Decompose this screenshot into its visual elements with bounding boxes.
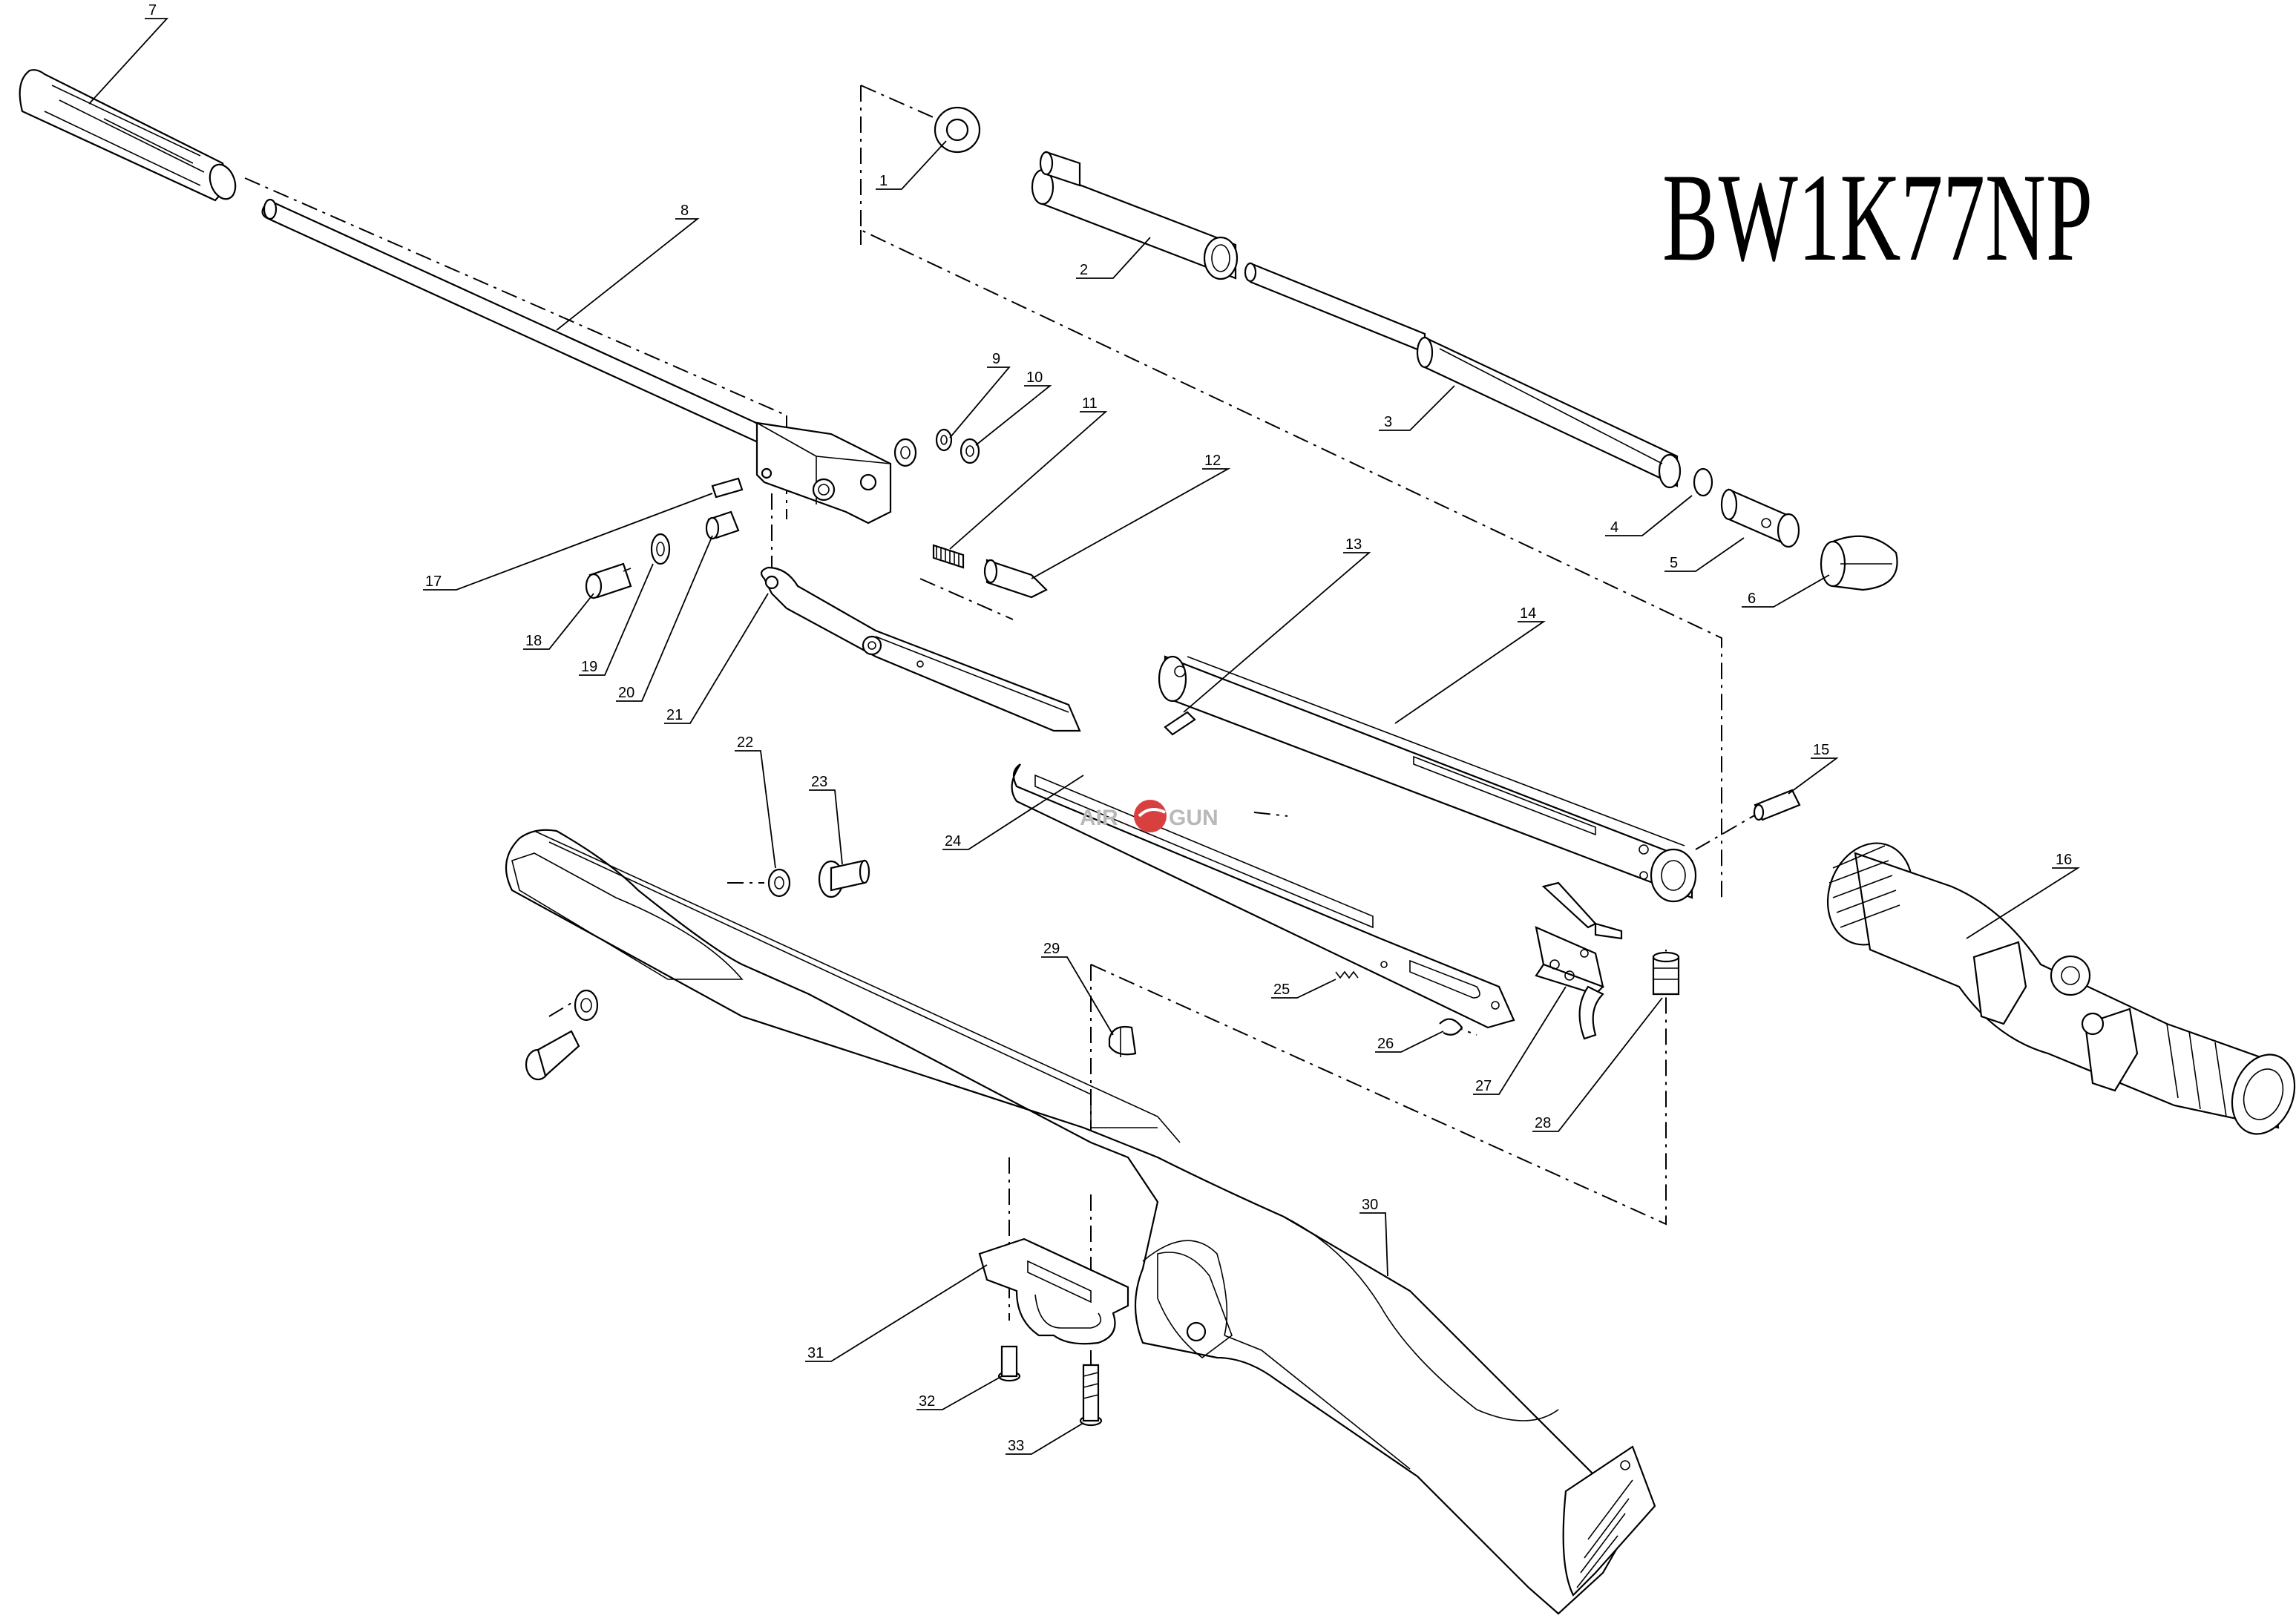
cocking-lever-part-21	[760, 566, 1081, 732]
label-21: 21	[666, 707, 683, 723]
label-2: 2	[1080, 262, 1088, 278]
cylinder-part-2	[1031, 151, 1239, 280]
washer-part-9	[893, 438, 917, 467]
label-3: 3	[1384, 414, 1392, 430]
bushing-part-20	[705, 510, 740, 540]
airgun-watermark: AIR GUN	[1080, 800, 1218, 832]
label-14: 14	[1520, 605, 1536, 622]
guide-part-5	[1720, 488, 1800, 548]
label-20: 20	[618, 685, 634, 701]
watermark-left-text: AIR	[1080, 806, 1118, 830]
label-19: 19	[581, 659, 597, 675]
clip-part-26	[1439, 1018, 1463, 1036]
label-17: 17	[425, 573, 442, 590]
safety-clip-part-29	[1108, 1025, 1137, 1057]
washer-part-22	[767, 868, 791, 898]
label-1: 1	[879, 173, 888, 189]
end-cap-part-6	[1820, 535, 1898, 591]
label-11: 11	[1082, 395, 1098, 412]
washer-part-10	[960, 438, 980, 464]
label-24: 24	[945, 833, 961, 849]
label-23: 23	[811, 774, 827, 790]
label-18: 18	[525, 633, 542, 649]
assembly-dash-lines	[244, 85, 1767, 1395]
label-27: 27	[1475, 1078, 1492, 1094]
watermark-logo-mark	[1134, 800, 1167, 832]
screw-part-33	[1079, 1364, 1103, 1427]
label-8: 8	[680, 203, 689, 219]
label-33: 33	[1008, 1438, 1024, 1454]
callouts: 1 2 3 4 5 6 7 8 9 10 11 12 13	[88, 2, 2081, 1455]
label-29: 29	[1043, 941, 1060, 957]
trigger-guard-part-31	[978, 1237, 1129, 1345]
receiver-part-14	[1158, 655, 1697, 903]
label-32: 32	[919, 1393, 935, 1410]
screw-part-32	[997, 1345, 1021, 1382]
pivot-bolt-part-18	[585, 562, 632, 599]
label-16: 16	[2056, 852, 2072, 868]
label-10: 10	[1026, 369, 1043, 386]
screw-part-23	[818, 859, 870, 898]
label-12: 12	[1204, 453, 1221, 469]
stock-screw-part	[525, 1030, 580, 1081]
label-25: 25	[1273, 982, 1290, 998]
stock-washer-part	[574, 989, 599, 1022]
seal-part-4	[1693, 467, 1713, 497]
muzzle-cap-part	[19, 69, 237, 202]
adjust-screw-part-28	[1652, 951, 1680, 996]
stock-part-30	[505, 829, 1656, 1615]
pin-part-17	[711, 477, 744, 499]
label-15: 15	[1813, 742, 1829, 758]
label-9: 9	[992, 351, 1000, 367]
label-6: 6	[1748, 591, 1756, 607]
detent-part-12	[983, 559, 1048, 599]
label-4: 4	[1610, 519, 1618, 536]
link-plate-part-24	[1011, 763, 1515, 1029]
label-31: 31	[807, 1345, 824, 1361]
washer-part-9b	[935, 428, 953, 452]
washer-part-19	[650, 533, 671, 565]
label-7: 7	[148, 2, 157, 19]
spring-part-11	[932, 544, 965, 569]
spring-part-25	[1335, 970, 1359, 979]
pin-part-13	[1164, 711, 1196, 736]
barrel-part	[261, 198, 892, 525]
pin-part-15	[1753, 789, 1801, 821]
watermark-right-text: GUN	[1169, 806, 1218, 830]
scope-part-16	[1826, 842, 2296, 1135]
trigger-assembly-part-27	[1535, 881, 1623, 1040]
label-30: 30	[1362, 1197, 1378, 1213]
label-13: 13	[1345, 536, 1362, 553]
label-26: 26	[1377, 1036, 1394, 1052]
model-title: BW1K77NP	[1662, 148, 2093, 287]
label-5: 5	[1670, 555, 1678, 571]
label-22: 22	[737, 734, 753, 751]
label-28: 28	[1535, 1115, 1551, 1131]
piston-part-3	[1244, 262, 1682, 489]
